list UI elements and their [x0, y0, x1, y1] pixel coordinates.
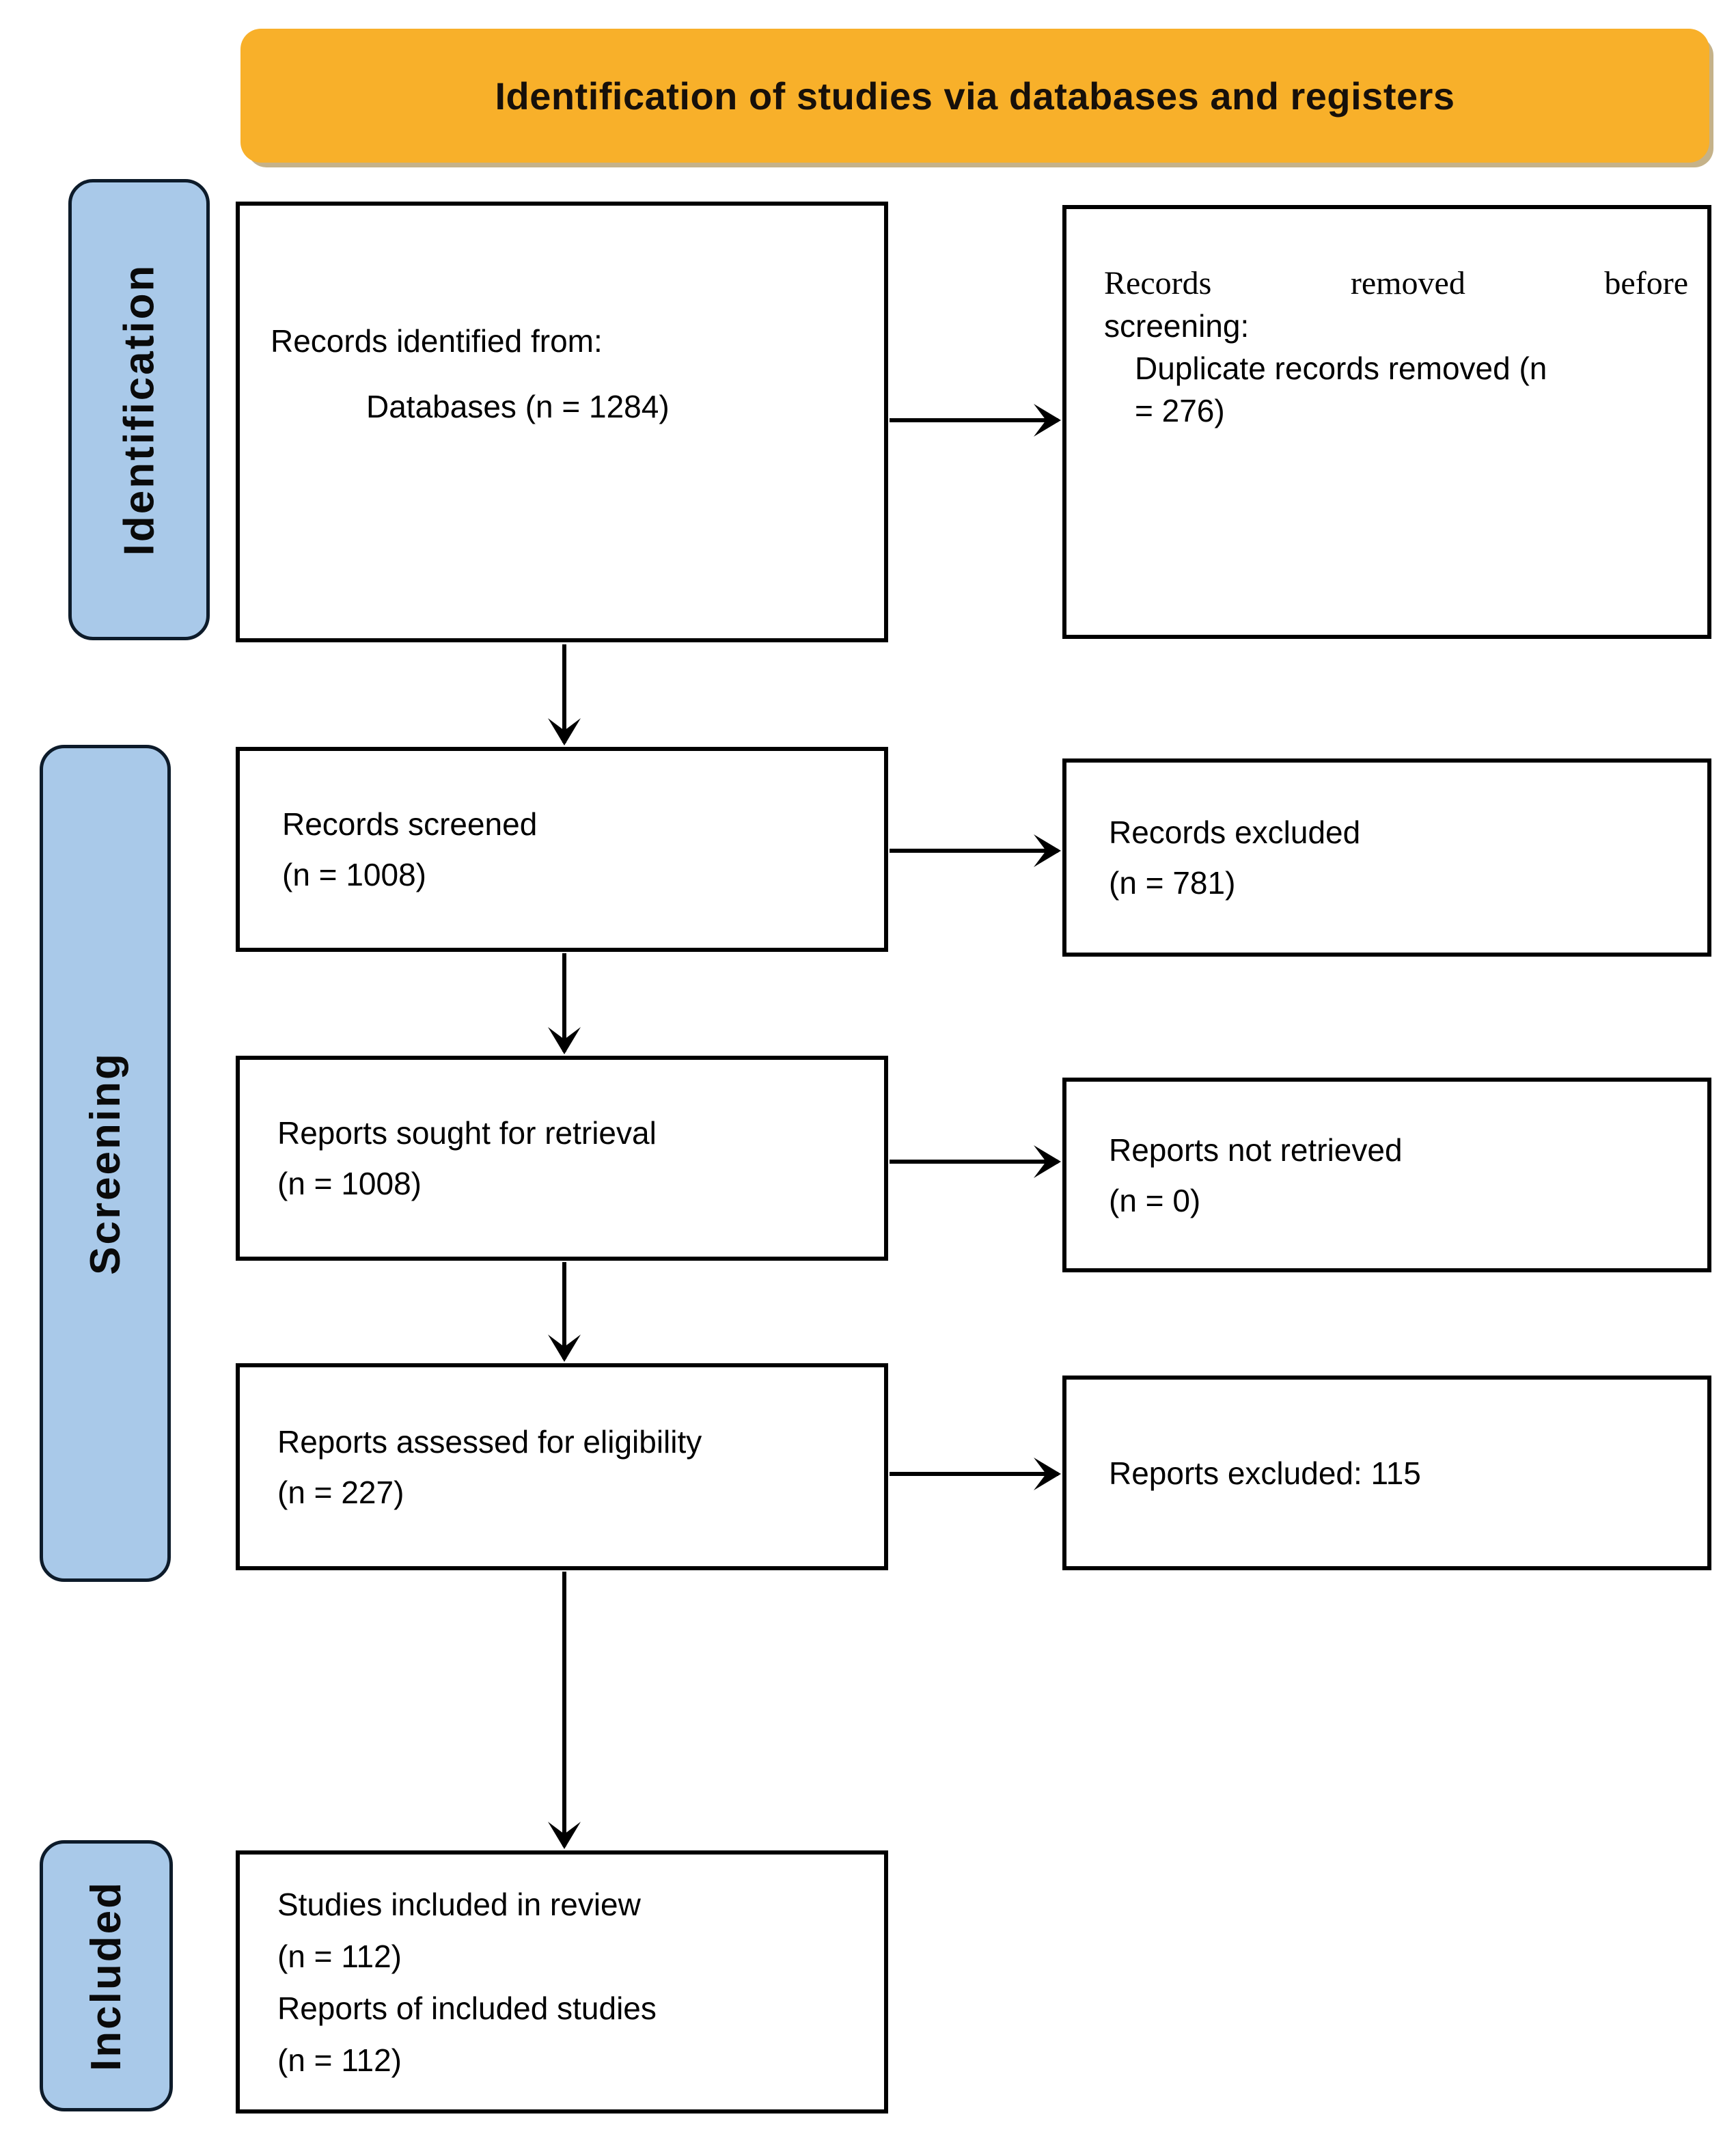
box-reports-excluded: Reports excluded: 115: [1062, 1376, 1711, 1570]
studies-included-line4: (n = 112): [277, 2042, 402, 2078]
records-identified-line2: Databases (n = 1284): [366, 389, 670, 424]
records-excluded-line2: (n = 781): [1109, 865, 1236, 901]
stage-pill-included: Included: [40, 1840, 173, 2111]
records-removed-line1: Records removed before: [1104, 262, 1688, 305]
box-reports-sought: Reports sought for retrieval (n = 1008): [236, 1056, 888, 1261]
reports-not-retrieved-line2: (n = 0): [1109, 1182, 1201, 1218]
studies-included-line1: Studies included in review: [277, 1886, 641, 1922]
records-screened-line2: (n = 1008): [282, 857, 426, 892]
records-removed-word1: Records: [1104, 265, 1212, 301]
stage-label-included: Included: [83, 1880, 130, 2071]
studies-included-line2: (n = 112): [277, 1938, 402, 1974]
studies-included-line3: Reports of included studies: [277, 1990, 657, 2026]
records-removed-line2: screening:: [1104, 308, 1250, 344]
reports-sought-line1: Reports sought for retrieval: [277, 1115, 657, 1151]
box-records-excluded: Records excluded (n = 781): [1062, 758, 1711, 957]
stage-label-identification: Identification: [115, 263, 163, 556]
arrow-identified-to-screened: [548, 644, 581, 745]
reports-assessed-line1: Reports assessed for eligibility: [277, 1423, 702, 1460]
reports-assessed-line2: (n = 227): [277, 1474, 404, 1510]
stage-label-screening: Screening: [81, 1052, 129, 1275]
reports-not-retrieved-line1: Reports not retrieved: [1109, 1132, 1403, 1168]
box-records-screened: Records screened (n = 1008): [236, 747, 888, 952]
arrow-screened-to-sought: [548, 953, 581, 1054]
stage-pill-identification: Identification: [68, 179, 210, 640]
reports-sought-line2: (n = 1008): [277, 1166, 422, 1201]
records-removed-word3: before: [1604, 265, 1688, 301]
records-removed-line3: Duplicate records removed (n: [1135, 351, 1547, 386]
banner: Identification of studies via databases …: [240, 29, 1709, 163]
stage-pill-screening: Screening: [40, 745, 171, 1582]
records-excluded-line1: Records excluded: [1109, 815, 1361, 850]
records-removed-line4: = 276): [1135, 393, 1225, 428]
reports-excluded-line1: Reports excluded: 115: [1109, 1455, 1421, 1491]
arrow-identified-to-removed: [890, 404, 1061, 437]
box-studies-included: Studies included in review (n = 112) Rep…: [236, 1850, 888, 2114]
records-identified-line1: Records identified from:: [271, 323, 603, 359]
arrow-assessed-to-reports-excluded: [890, 1458, 1061, 1490]
arrow-sought-to-assessed: [548, 1262, 581, 1362]
records-screened-line1: Records screened: [282, 806, 538, 842]
box-records-identified: Records identified from: Databases (n = …: [236, 202, 888, 642]
arrow-screened-to-excluded: [890, 834, 1061, 867]
banner-title: Identification of studies via databases …: [495, 74, 1455, 118]
box-reports-assessed: Reports assessed for eligibility (n = 22…: [236, 1363, 888, 1570]
records-removed-word2: removed: [1350, 265, 1465, 301]
arrow-assessed-to-included: [548, 1572, 581, 1849]
arrow-sought-to-not-retrieved: [890, 1145, 1061, 1178]
box-records-removed: Records removed before screening: Duplic…: [1062, 205, 1711, 639]
box-reports-not-retrieved: Reports not retrieved (n = 0): [1062, 1078, 1711, 1272]
